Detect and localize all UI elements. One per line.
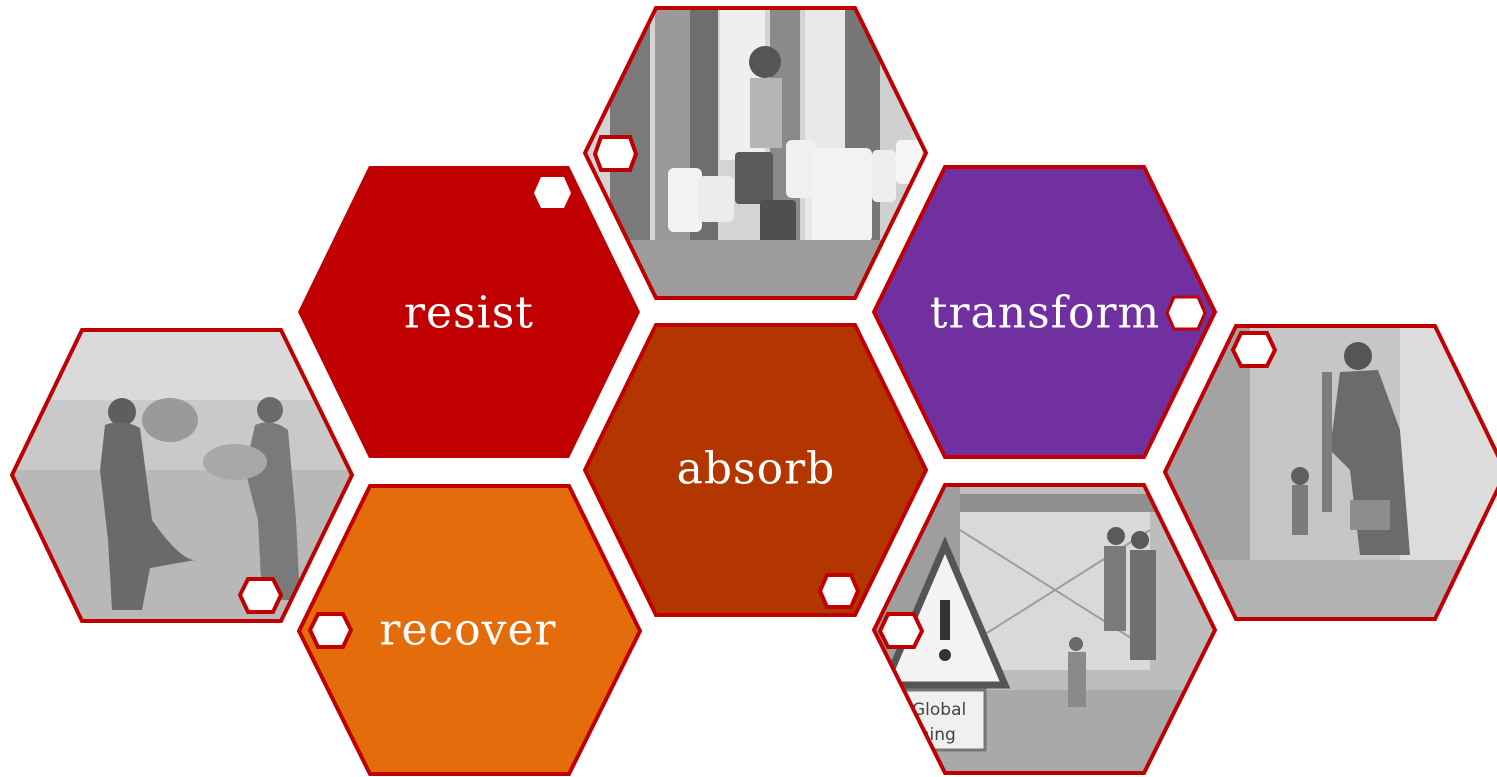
- hex-marker-icon: [237, 577, 284, 614]
- hex-marker-icon: [877, 612, 925, 649]
- photo-hex-far-right: [1162, 324, 1497, 621]
- hex-transform-label: transform: [930, 288, 1160, 339]
- hex-resist: resist: [298, 166, 640, 458]
- sign-text-line-1: Global: [912, 700, 966, 720]
- hex-marker-icon: [592, 135, 639, 172]
- hex-marker-icon: [1230, 331, 1278, 368]
- hex-marker-icon: [1165, 295, 1207, 331]
- photo-hex-left: [9, 328, 355, 623]
- hex-transform: transform: [871, 165, 1218, 459]
- water-line-icon: [585, 8, 926, 298]
- photo-hex-top: [582, 6, 929, 300]
- sign-text-line-2: rning: [912, 725, 956, 745]
- hex-resist-label: resist: [404, 288, 534, 339]
- hex-marker-icon: [534, 177, 571, 208]
- hex-absorb-label: absorb: [677, 444, 836, 495]
- photo-hex-bottom-right: Global rning: [871, 483, 1218, 775]
- hex-absorb: absorb: [582, 323, 929, 617]
- hex-recover-label: recover: [379, 605, 556, 656]
- hex-marker-icon: [817, 573, 861, 609]
- hex-recover: recover: [296, 484, 643, 776]
- hex-marker-icons: [237, 135, 1278, 649]
- hex-marker-icon: [307, 612, 354, 649]
- harvest-workers-icon: [12, 330, 352, 621]
